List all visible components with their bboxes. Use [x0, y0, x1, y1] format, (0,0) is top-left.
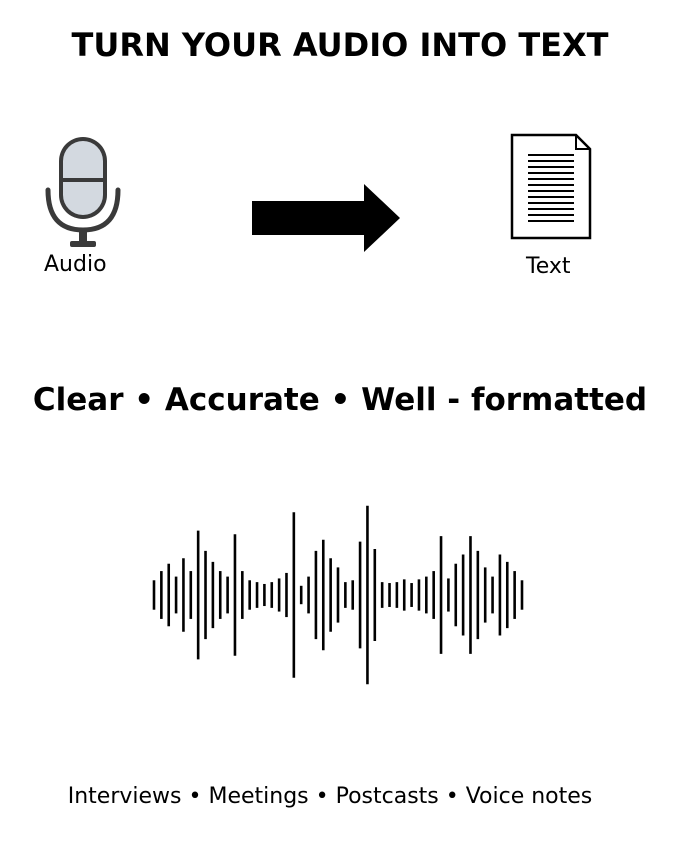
audio-label: Audio	[44, 252, 107, 277]
page-title: TURN YOUR AUDIO INTO TEXT	[71, 26, 609, 64]
tagline: Clear • Accurate • Well - formatted	[32, 382, 648, 418]
document-icon	[510, 133, 592, 240]
use-cases: Interviews • Meetings • Postcasts • Voic…	[67, 784, 593, 809]
right-arrow-icon	[252, 184, 400, 252]
text-label: Text	[526, 254, 571, 279]
sound-waveform-icon	[152, 505, 524, 685]
microphone-icon	[45, 137, 121, 247]
